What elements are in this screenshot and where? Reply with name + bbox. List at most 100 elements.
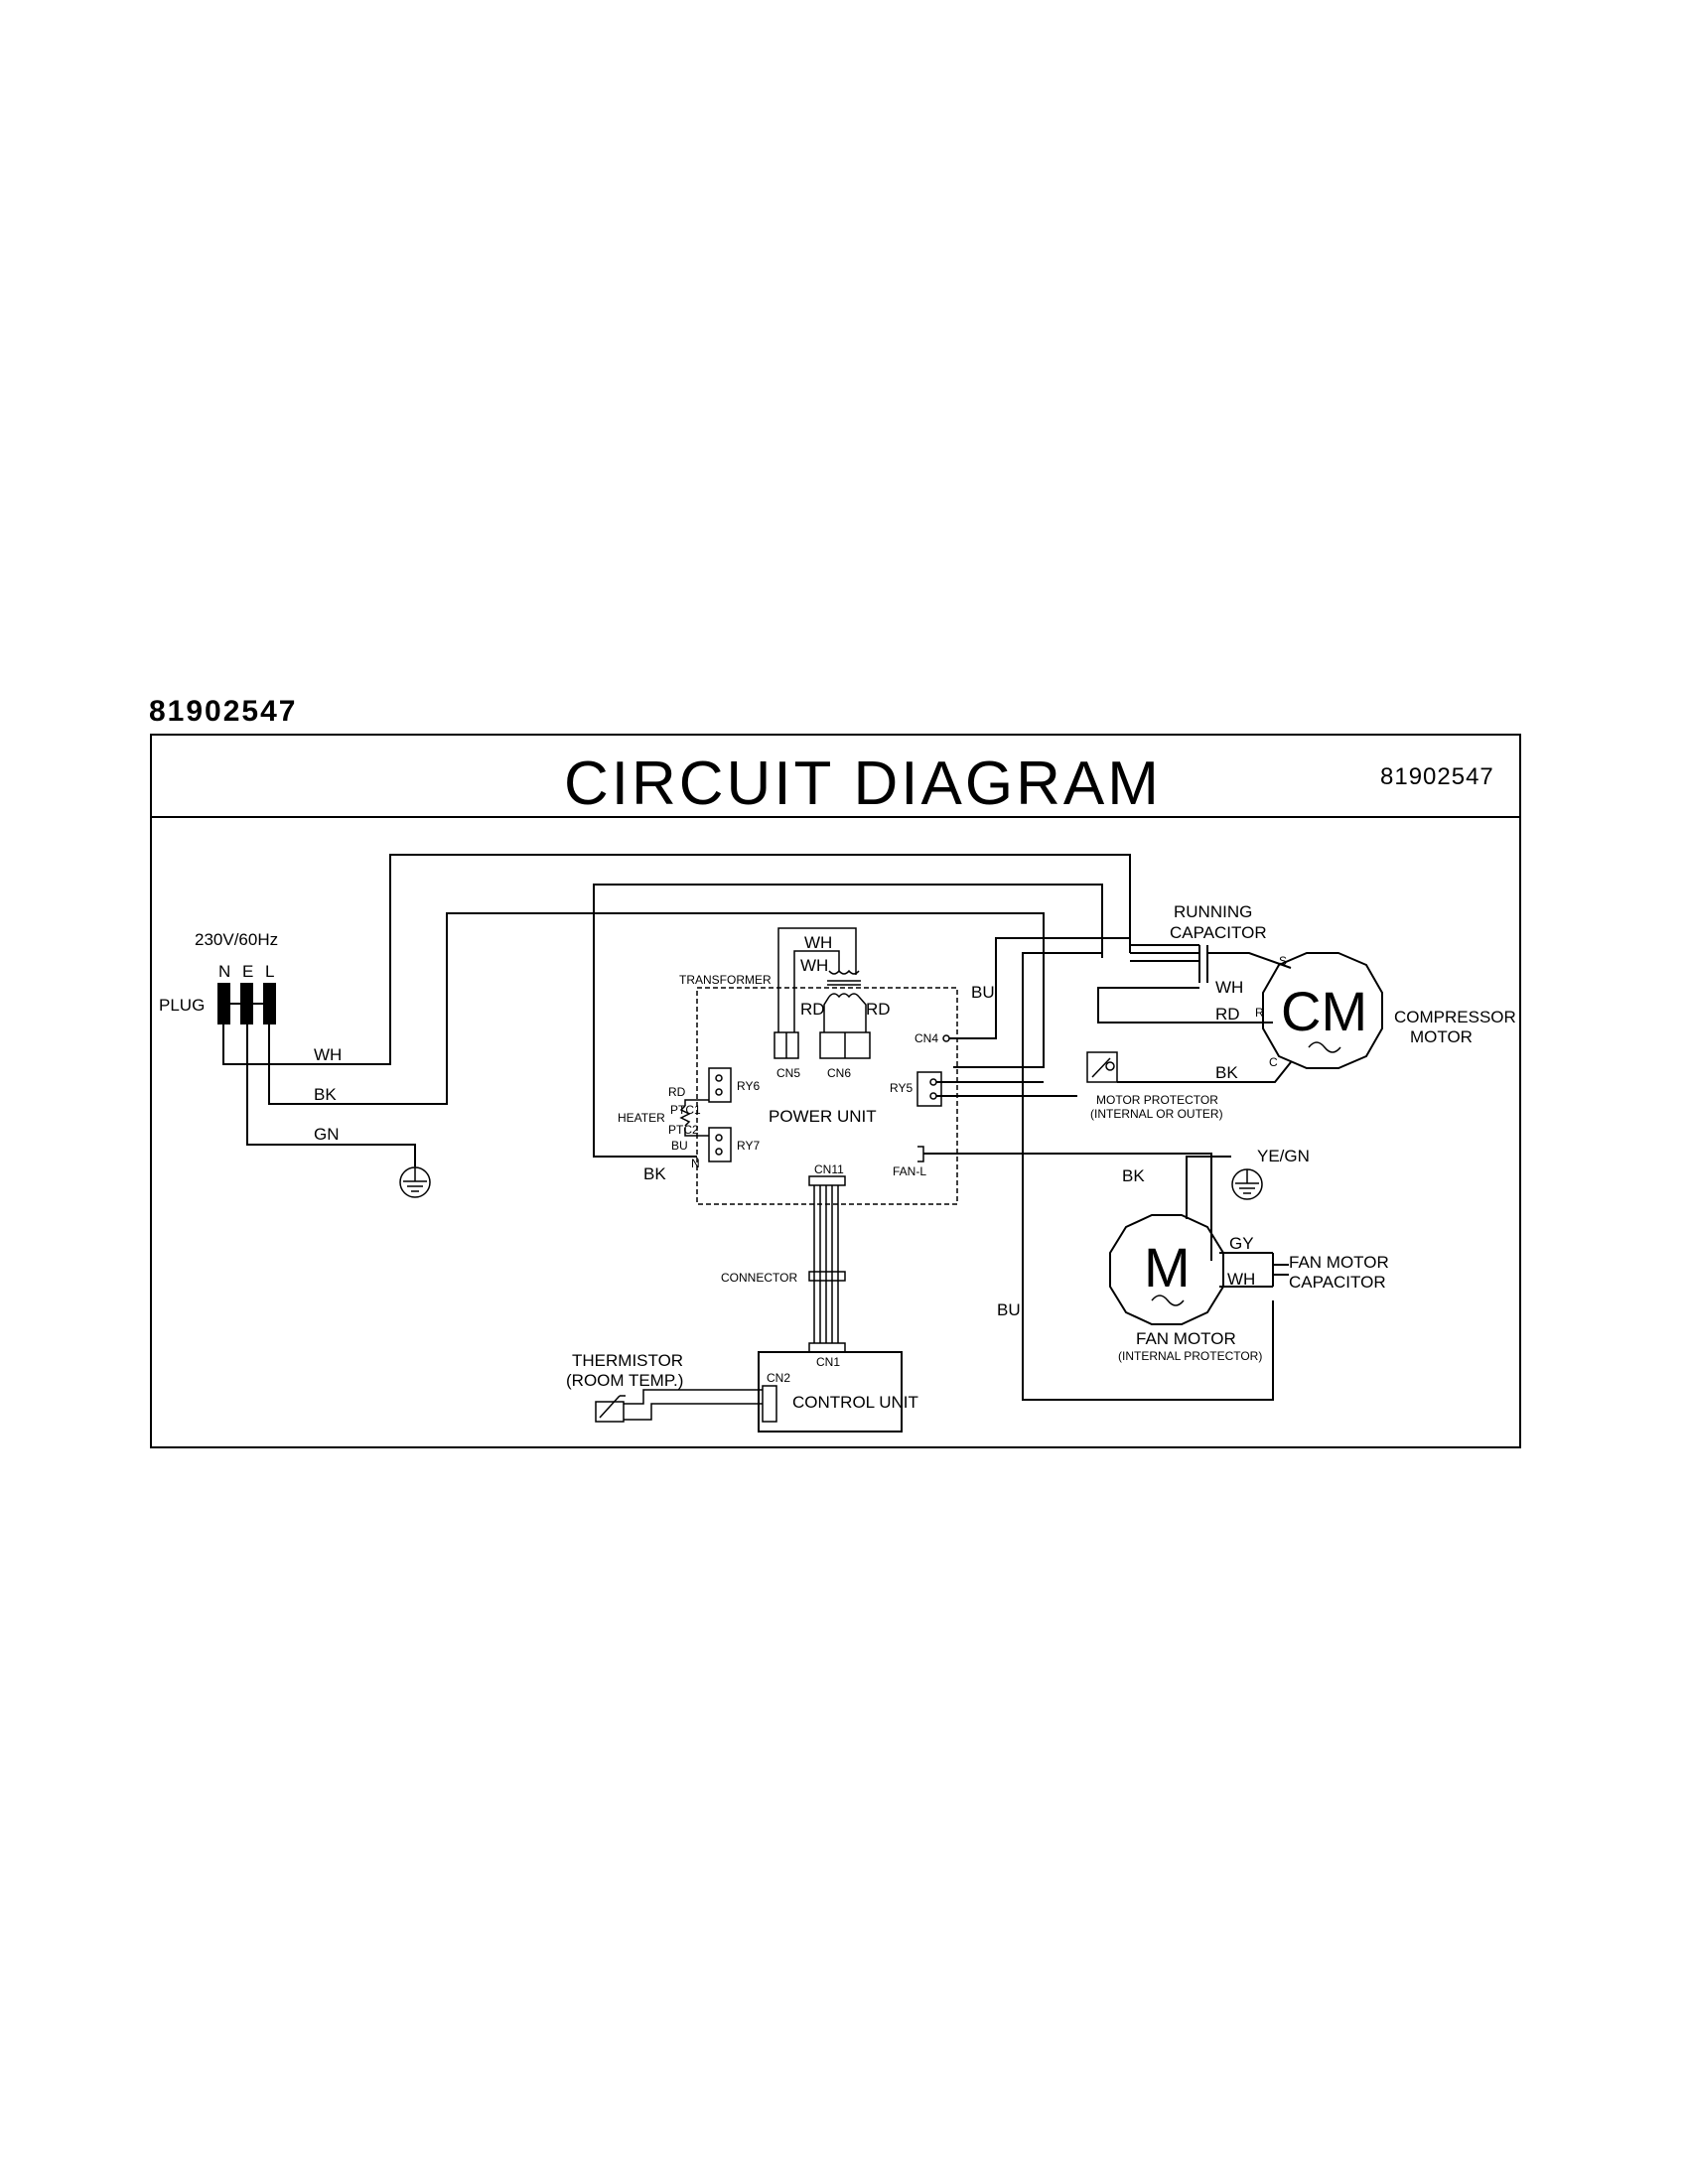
- heater-bu-label: BU: [671, 1139, 688, 1153]
- wire-rd-transformer: [823, 996, 830, 1032]
- ry5-box: [916, 1071, 942, 1107]
- m-tilde: [1151, 1295, 1185, 1306]
- ye-gn-label: YE/GN: [1257, 1147, 1310, 1165]
- connector-bundle: [808, 1185, 846, 1343]
- wire-thermistor-1: [624, 1389, 763, 1405]
- wire-fan-l: [923, 1153, 1212, 1261]
- rd-comp-label: RD: [1215, 1005, 1240, 1024]
- fan-motor-capacitor: [1272, 1253, 1289, 1287]
- wire-heater-2: [684, 1128, 709, 1137]
- fan-l-label: FAN-L: [893, 1164, 926, 1178]
- plug-symbol: [217, 983, 276, 1024]
- cn1-connector: [808, 1342, 846, 1353]
- cn1-label: CN1: [816, 1355, 840, 1369]
- wire-rd-comp: [1097, 987, 1273, 1024]
- internal-protector-label: (INTERNAL PROTECTOR): [1118, 1349, 1262, 1363]
- fan-motor-label: FAN MOTOR: [1136, 1329, 1236, 1348]
- diagram-number: 81902547: [1380, 763, 1494, 790]
- wh-t1-label: WH: [804, 933, 832, 952]
- bu-left-label: BU: [997, 1300, 1021, 1319]
- cn2-connector: [762, 1385, 777, 1423]
- room-temp-label: (ROOM TEMP.): [566, 1371, 683, 1390]
- capacitor2-label: CAPACITOR: [1289, 1273, 1386, 1292]
- wh-t2-label: WH: [800, 956, 828, 975]
- wire-bu-cn4: [949, 937, 1130, 1039]
- thermistor-icon: [595, 1395, 626, 1423]
- power-unit-label: POWER UNIT: [769, 1107, 877, 1126]
- transformer-label: TRANSFORMER: [679, 973, 772, 987]
- cn5-label: CN5: [776, 1066, 800, 1080]
- motor-protector-icon: [1086, 1051, 1118, 1083]
- cn6-label: CN6: [827, 1066, 851, 1080]
- fan-motor-cap-label: FAN MOTOR: [1289, 1253, 1389, 1272]
- fan-l-terminal: [917, 1146, 924, 1162]
- ground-icon: [399, 1166, 431, 1198]
- wire-bu-to-fan: [1022, 952, 1274, 1401]
- plug-label: PLUG: [159, 996, 205, 1015]
- supply-label: 230V/60Hz: [195, 930, 278, 949]
- wire-wh-transformer-2: [793, 950, 840, 1032]
- c-terminal-label: C: [1269, 1055, 1278, 1069]
- cm-tilde: [1308, 1041, 1341, 1053]
- bk-fan-label: BK: [1122, 1166, 1145, 1185]
- wire-thermistor-2: [624, 1403, 763, 1421]
- diagram-title: CIRCUIT DIAGRAM: [564, 750, 1162, 818]
- rd-t2-label: RD: [866, 1000, 891, 1019]
- wire-cap-to-s: [1207, 952, 1292, 969]
- wire-gn-label: GN: [314, 1125, 340, 1144]
- ry7-label: RY7: [737, 1139, 760, 1153]
- cm-label: CM: [1281, 980, 1367, 1042]
- wire-wh-label: WH: [314, 1045, 342, 1064]
- wire-bk-comp: [1117, 1061, 1292, 1083]
- wire-ye-gn: [1186, 1156, 1231, 1219]
- pin-e-label: E: [242, 962, 253, 981]
- capacitor-label: CAPACITOR: [1170, 923, 1267, 942]
- heater-icon: [679, 1105, 691, 1127]
- thermistor-label: THERMISTOR: [572, 1351, 683, 1370]
- wire-bk-loop: [593, 884, 1103, 1158]
- heater-rd-label: RD: [668, 1085, 686, 1099]
- ry5-label: RY5: [890, 1081, 913, 1095]
- ptc1-label: PTC1: [670, 1103, 701, 1117]
- cn4-label: CN4: [914, 1031, 938, 1045]
- wire-wh-plug: [222, 854, 1131, 1065]
- wire-bk-label: BK: [314, 1085, 337, 1104]
- control-unit-box: [758, 1351, 903, 1433]
- cn2-label: CN2: [767, 1371, 790, 1385]
- wh-cap-label: WH: [1215, 978, 1243, 997]
- control-unit-label: CONTROL UNIT: [792, 1393, 918, 1412]
- compressor-label: COMPRESSOR: [1394, 1008, 1516, 1026]
- ry6-label: RY6: [737, 1079, 760, 1093]
- wire-heater-1: [684, 1099, 709, 1106]
- r-terminal-label: R: [1255, 1006, 1264, 1020]
- wire-gn-plug: [246, 1024, 416, 1166]
- fan-ground-icon: [1231, 1168, 1263, 1200]
- s-terminal-label: S: [1279, 954, 1287, 968]
- wire-bk-bottom-label: BK: [643, 1164, 666, 1183]
- pin-l-label: L: [265, 962, 274, 981]
- pin-n-label: N: [218, 962, 230, 981]
- ry6-relay: [708, 1067, 732, 1103]
- rd-t1-label: RD: [800, 1000, 825, 1019]
- ptc2-label: PTC2: [668, 1123, 699, 1137]
- cn11-connector: [808, 1175, 846, 1186]
- running-label: RUNNING: [1174, 902, 1252, 921]
- gy-label: GY: [1229, 1234, 1254, 1253]
- wire-bk-plug: [268, 912, 1045, 1105]
- wh-fan-label: WH: [1227, 1270, 1255, 1289]
- diagram-frame: [150, 734, 1521, 1448]
- wire-wh-transformer-1: [777, 927, 857, 1032]
- wire-rd-transformer-2: [858, 996, 867, 1032]
- motor-label: MOTOR: [1410, 1027, 1473, 1046]
- transformer-icon: [827, 969, 861, 999]
- cn4-terminal: [942, 1034, 950, 1042]
- bu-top-label: BU: [971, 983, 995, 1002]
- ry7-relay: [708, 1127, 732, 1162]
- compressor-motor-icon: [1262, 952, 1383, 1069]
- heater-n-label: N: [691, 1157, 700, 1170]
- cn11-label: CN11: [814, 1162, 844, 1176]
- heater-label: HEATER: [618, 1111, 665, 1125]
- bk-comp-label: BK: [1215, 1063, 1238, 1082]
- m-label: M: [1144, 1236, 1191, 1298]
- running-capacitor: [1130, 944, 1208, 983]
